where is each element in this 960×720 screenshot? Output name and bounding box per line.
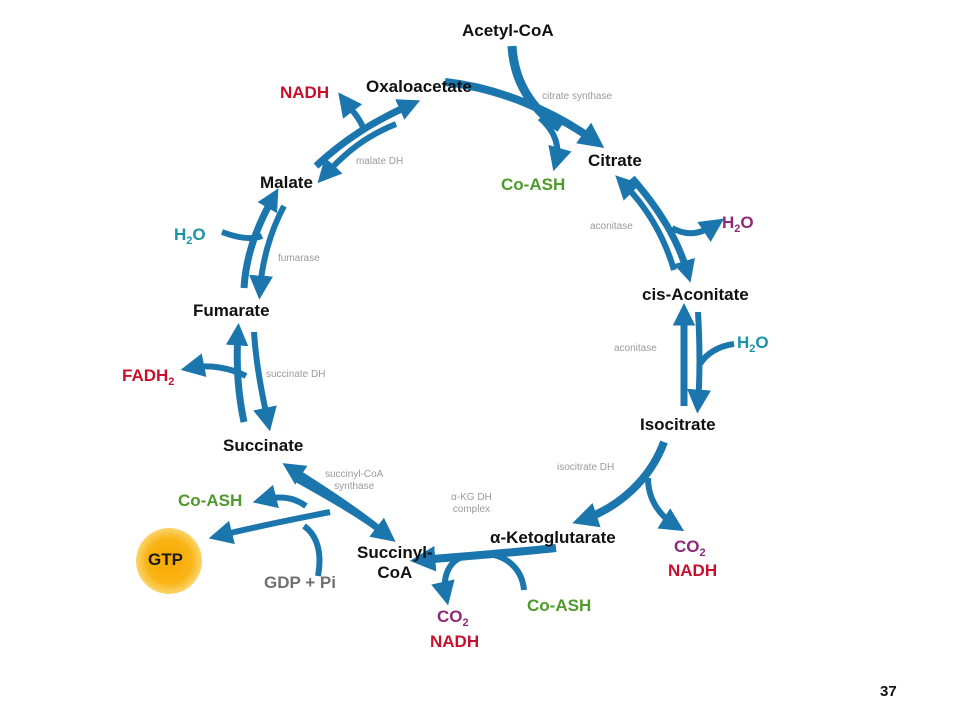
gtp-label: GTP <box>148 550 183 569</box>
succinyl-coa-synthase-label: succinyl-CoA synthase <box>325 469 383 492</box>
arrow-oxaloacetate-to-citrate <box>444 78 605 149</box>
arrow-oxaloacetate-to-malate <box>317 121 398 184</box>
arrow-succinate-to-succinylcoa <box>296 477 396 542</box>
arrow-fumarate-to-succinate <box>251 331 277 432</box>
co2-isocitrate-sub: 2 <box>699 547 706 559</box>
h2o-aconitase-2-rest: O <box>755 333 769 352</box>
arrow-cisaconitate-to-citrate <box>615 175 677 271</box>
malate-label: Malate <box>260 173 313 192</box>
h2o-aconitase-1-base: H <box>722 213 735 232</box>
arrow-nadh-out-malatedh <box>338 92 367 132</box>
h2o-aconitase-2-base: H <box>737 333 750 352</box>
succinyl-coa-label: Succinyl- CoA <box>357 543 433 582</box>
co2-akg-label: CO2 <box>437 608 469 629</box>
nadh-oxaloacetate-label: NADH <box>280 83 330 102</box>
arrow-coash-in-akg <box>487 551 527 591</box>
arrow-gtp-out <box>208 509 331 545</box>
succinyl-coa-line2: CoA <box>377 562 413 582</box>
nadh-akg-label: NADH <box>430 632 480 651</box>
co2-isocitrate-base: CO <box>674 537 700 556</box>
h2o-aconitase-2-sub: 2 <box>749 343 756 355</box>
arrow-malate-to-fumarate <box>249 204 287 300</box>
aconitase-1-label: aconitase <box>590 221 633 232</box>
malate-dh-label: malate DH <box>356 156 404 167</box>
coash-akg-label: Co-ASH <box>527 596 592 615</box>
fumarate-label: Fumarate <box>193 301 270 320</box>
co2-akg-sub: 2 <box>462 617 469 629</box>
arrow-cisaconitate-to-isocitrate <box>687 311 711 414</box>
fadh2-label: FADH2 <box>122 367 174 388</box>
gdp-pi-label: GDP + Pi <box>264 573 336 592</box>
arrow-h2o-in-aconitase2 <box>697 341 735 366</box>
fadh2-sub: 2 <box>168 376 175 388</box>
arrow-isocitrate-to-akg <box>572 440 668 528</box>
coash-succinyl-label: Co-ASH <box>178 491 243 510</box>
arrow-coash-out-citrate <box>537 115 572 172</box>
arrow-fadh2-out <box>180 353 248 379</box>
succinate-dh-label: succinate DH <box>266 369 326 380</box>
h2o-fumarase-rest: O <box>192 225 206 244</box>
alpha-ketoglutarate-label: α-Ketoglutarate <box>490 528 616 547</box>
h2o-aconitase-1-rest: O <box>740 213 754 232</box>
arrow-succinate-to-fumarate <box>225 323 249 423</box>
acetyl-coa-label: Acetyl-CoA <box>462 21 554 40</box>
nadh-isocitrate-label: NADH <box>668 561 718 580</box>
succinate-label: Succinate <box>223 436 304 455</box>
gtp-glow <box>136 528 202 594</box>
akg-dh-line2: complex <box>452 503 491 515</box>
co2-akg-base: CO <box>437 607 463 626</box>
succinyl-coa-line1: Succinyl- <box>357 543 433 562</box>
fumarase-label: fumarase <box>278 253 320 264</box>
arrow-h2o-in-fumarase <box>220 229 264 242</box>
arrow-coash-out-succinyl <box>252 484 308 509</box>
citrate-synthase-label: citrate synthase <box>542 91 613 102</box>
aconitase-2-label: aconitase <box>614 343 657 354</box>
co2-isocitrate-label: CO2 <box>674 538 706 559</box>
succinyl-coa-synthase-line2: synthase <box>334 480 375 492</box>
akg-dh-line1: α-KG DH <box>451 492 492 503</box>
h2o-fumarase-label: H2O <box>174 226 206 247</box>
succinyl-coa-synthase-line1: succinyl-CoA <box>325 469 384 480</box>
arrow-co2-out-isocitrate <box>645 477 685 532</box>
oxaloacetate-label: Oxaloacetate <box>366 77 472 96</box>
arrow-acetylcoa-in <box>507 45 563 132</box>
isocitrate-dh-label: isocitrate DH <box>557 462 615 473</box>
citrate-label: Citrate <box>588 151 642 170</box>
arrow-gdp-in <box>302 523 323 577</box>
coash-citrate-label: Co-ASH <box>501 175 566 194</box>
fadh2-base: FADH <box>122 366 169 385</box>
arrow-h2o-out-aconitase1 <box>670 218 724 242</box>
page-number: 37 <box>880 683 897 700</box>
h2o-fumarase-sub: 2 <box>186 235 193 247</box>
cis-aconitate-label: cis-Aconitate <box>642 285 749 304</box>
h2o-aconitase-1-label: H2O <box>722 214 754 235</box>
h2o-aconitase-2-label: H2O <box>737 334 769 355</box>
h2o-fumarase-base: H <box>174 225 187 244</box>
arrow-co2-out-akg <box>431 553 467 606</box>
isocitrate-label: Isocitrate <box>640 415 716 434</box>
akg-dh-complex-label: α-KG DH complex <box>451 492 492 515</box>
arrow-citrate-to-cisaconitate <box>629 175 695 283</box>
h2o-aconitase-1-sub: 2 <box>734 223 741 235</box>
